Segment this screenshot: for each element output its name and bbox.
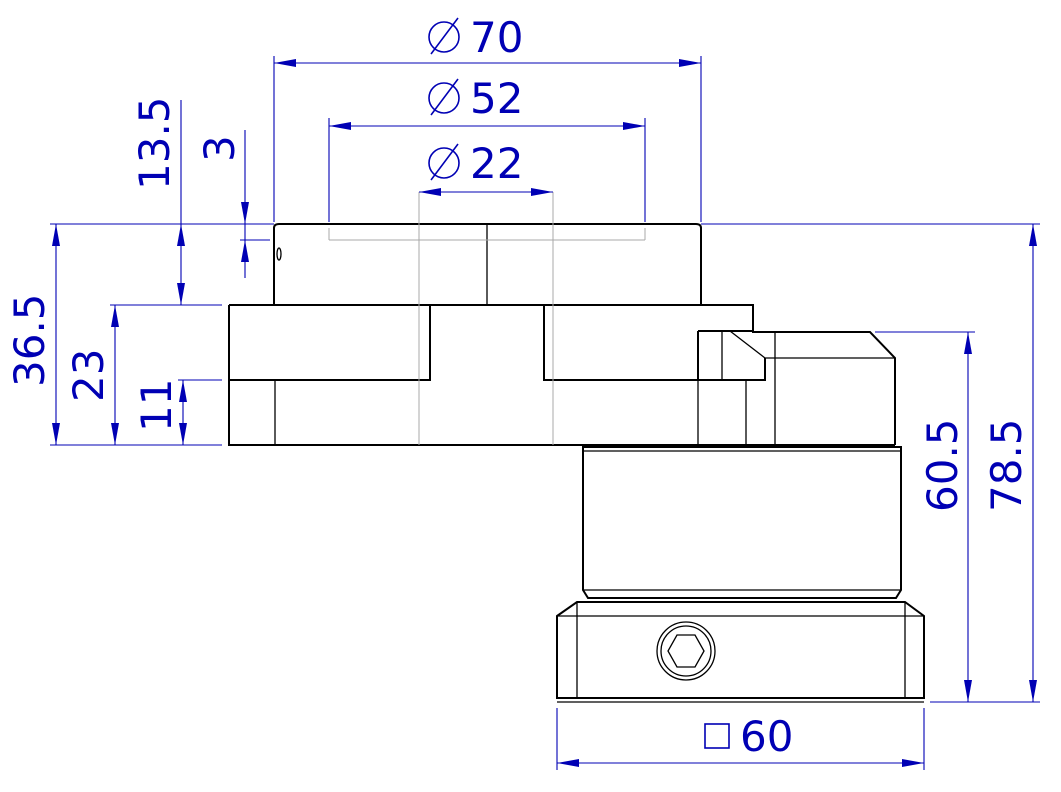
dim-dia-70: 70 (273, 13, 702, 222)
dim-height-3: 3 (195, 130, 249, 278)
dim-height-78-5: 78.5 (982, 224, 1037, 702)
dim-dia-22: 22 (419, 139, 553, 196)
mid-flange (228, 304, 895, 446)
cylinder-body (582, 446, 902, 599)
dim-height-60-5: 60.5 (918, 332, 972, 702)
part-geometry (228, 223, 925, 703)
dim-text-60: 60 (740, 712, 793, 761)
side-block (698, 330, 896, 445)
dimensions: 70 52 22 (5, 13, 1040, 770)
dim-height-13-5: 13.5 (130, 96, 185, 305)
dim-text-70: 70 (470, 13, 523, 62)
dim-text-78-5: 78.5 (982, 418, 1031, 512)
diameter-symbol (428, 143, 460, 181)
dim-text-23: 23 (64, 349, 113, 402)
diameter-symbol (428, 17, 460, 55)
square-symbol (704, 723, 730, 749)
dim-height-23: 23 (64, 305, 119, 445)
dim-square-60: 60 (556, 708, 925, 770)
dim-text-3: 3 (195, 135, 244, 162)
dim-text-13-5: 13.5 (130, 96, 179, 190)
dim-text-22: 22 (470, 139, 523, 188)
dim-text-52: 52 (470, 74, 523, 123)
dim-text-36-5: 36.5 (5, 293, 54, 387)
dim-height-11: 11 (132, 379, 187, 445)
hidden-lines (328, 192, 646, 445)
hex-socket-icon (656, 621, 716, 681)
diameter-symbol (428, 78, 460, 116)
top-cap-pin (276, 247, 282, 261)
dim-text-11: 11 (132, 379, 181, 432)
dim-dia-52: 52 (328, 74, 646, 222)
dim-text-60-5: 60.5 (918, 418, 967, 512)
side-block-chamfer (729, 330, 895, 359)
side-block-left (697, 331, 766, 381)
center-slot (229, 305, 698, 381)
dim-height-36-5: 36.5 (5, 224, 60, 445)
